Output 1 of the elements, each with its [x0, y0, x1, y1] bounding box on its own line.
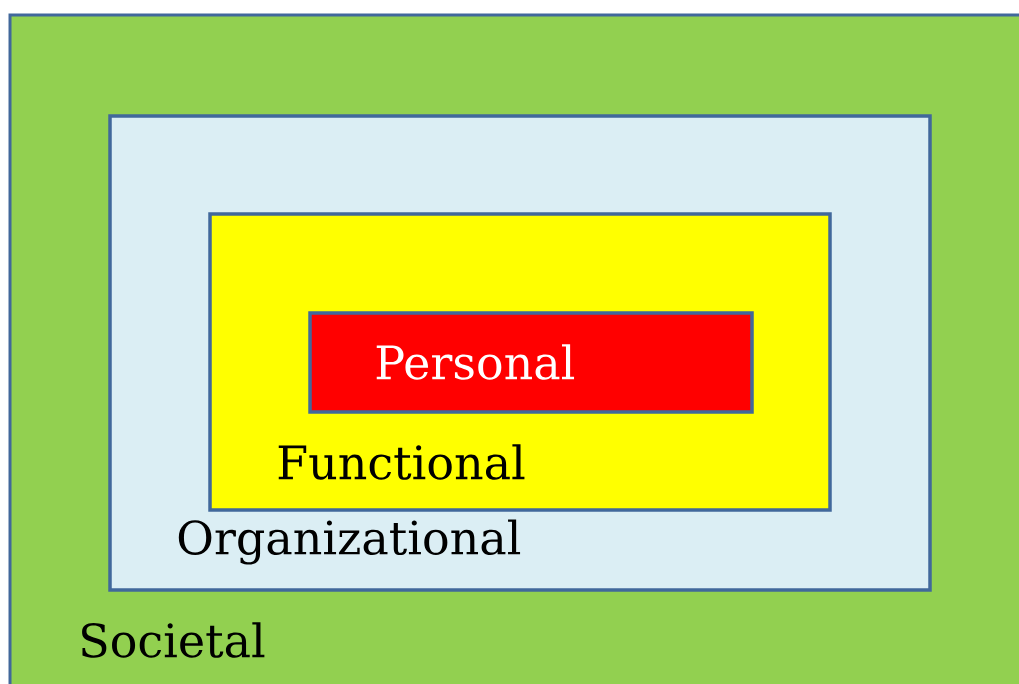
nested-box: Personal: [308, 311, 754, 414]
